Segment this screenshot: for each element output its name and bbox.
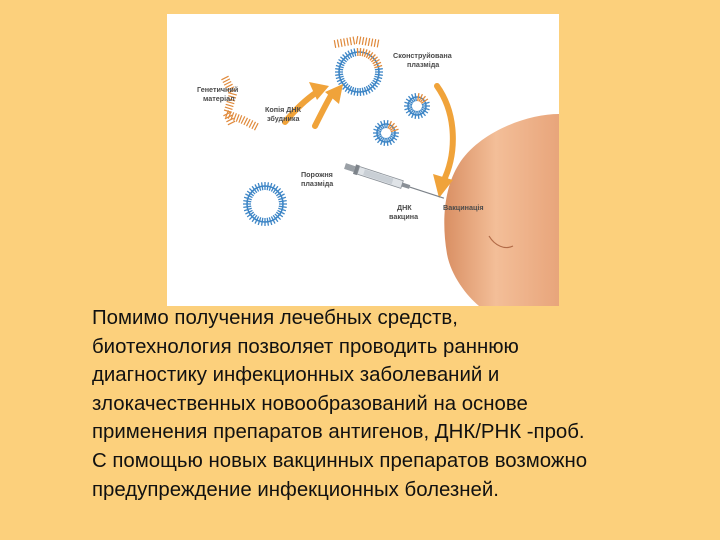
label-constructed-plasmid-1: Сконструйована: [393, 51, 453, 60]
top-dna-fragment: [333, 35, 380, 49]
label-dna-vaccine-2: вакцина: [389, 212, 419, 221]
constructed-plasmid: [335, 48, 383, 96]
caption-line: предупреждение инфекционных болезней.: [92, 478, 499, 501]
label-vaccination: Вакцинація: [443, 203, 484, 212]
caption-line: биотехнология позволяет проводить раннюю: [92, 335, 519, 358]
vaccine-arrow: [434, 83, 456, 185]
label-constructed-plasmid-2: плазміда: [407, 60, 440, 69]
dna-vaccine-illustration: Генетичний матеріал Копія ДНК збудника С…: [167, 14, 559, 306]
injection-site-mark: [488, 235, 514, 249]
caption-line: С помощью новых вакцинных препаратов воз…: [92, 449, 588, 472]
plasmid-copy: [373, 120, 399, 146]
syringe: [344, 163, 445, 199]
vaccine-arrow-head: [433, 174, 453, 198]
caption-line: злокачественных новообразований на основ…: [92, 392, 528, 415]
ligation-arrow-head: [325, 84, 343, 104]
pathogen-dna-copy-strand: [225, 110, 259, 131]
caption-line: Помимо получения лечебных средств,: [92, 307, 458, 329]
genetic-material-strand: [221, 75, 237, 126]
arm-shoulder: [444, 114, 559, 306]
caption-line: диагностику инфекционных заболеваний и: [92, 364, 500, 387]
empty-plasmid: [243, 182, 287, 226]
label-dna-vaccine-1: ДНК: [397, 203, 412, 212]
plasmid-copy: [404, 93, 430, 119]
label-genetic-material-2: матеріал: [203, 94, 235, 103]
insertion-arrow: [282, 89, 320, 125]
caption-text: Помимо получения лечебных средств, биоте…: [92, 304, 702, 504]
insertion-arrow-head: [309, 82, 329, 100]
label-genetic-material-1: Генетичний: [197, 85, 238, 94]
label-empty-plasmid-2: плазміда: [301, 179, 334, 188]
label-dna-copy-1: Копія ДНК: [265, 105, 302, 114]
label-empty-plasmid-1: Порожня: [301, 170, 333, 179]
caption-line: применения препаратов антигенов, ДНК/РНК…: [92, 421, 585, 444]
label-dna-copy-2: збудника: [267, 114, 300, 123]
